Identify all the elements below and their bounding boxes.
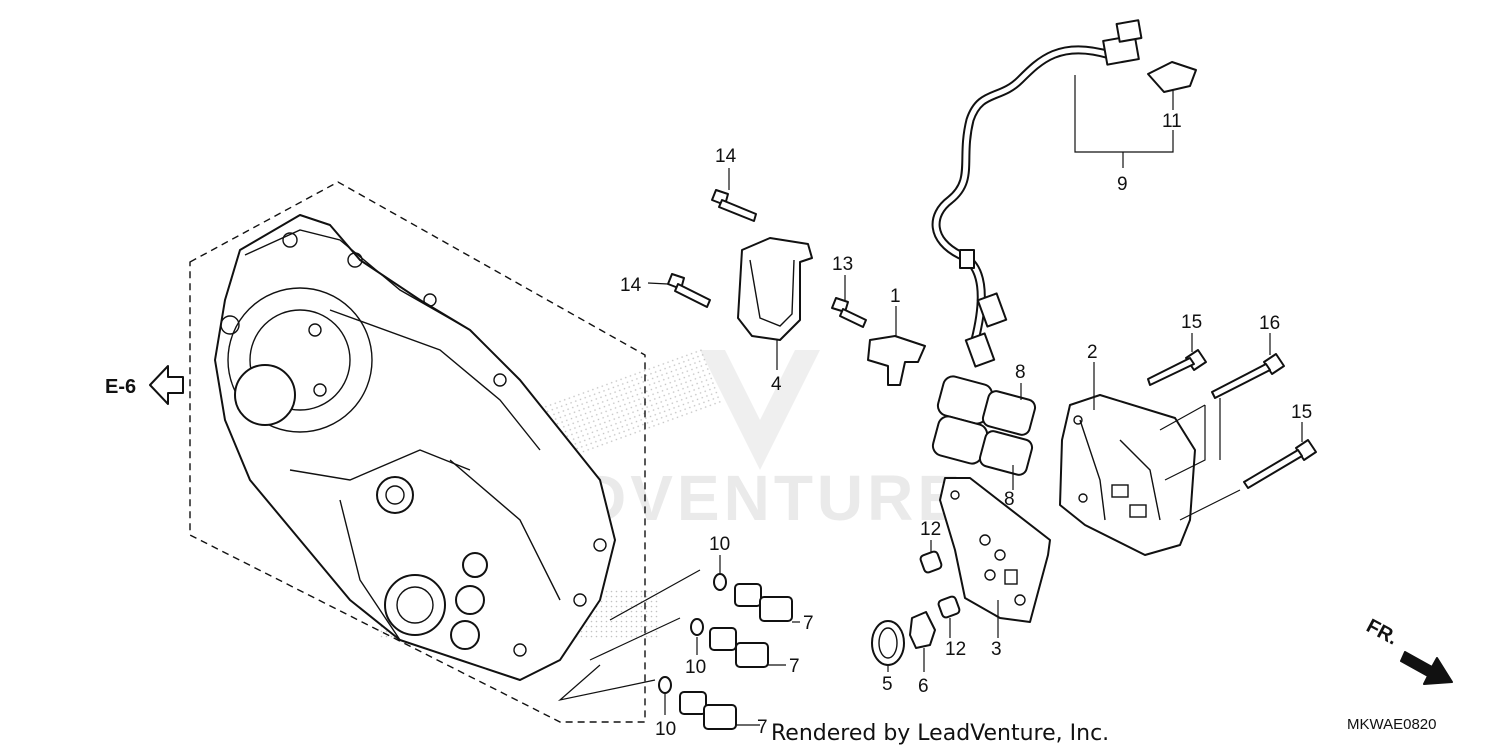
diagram-code: MKWAE0820 [1347, 716, 1436, 733]
valve-body-2 [1059, 394, 1196, 556]
callout-7-upper: 7 [803, 613, 814, 634]
plate-3 [939, 477, 1051, 623]
callout-12-lower: 12 [945, 639, 966, 660]
callout-2: 2 [1087, 342, 1098, 363]
callout-8-upper: 8 [1015, 362, 1026, 383]
callout-leaders [647, 90, 1303, 726]
callout-3: 3 [991, 639, 1002, 660]
bolt-14-lower [667, 273, 711, 308]
wire-harness-9 [931, 19, 1143, 368]
assembly-boundary [189, 181, 646, 723]
callout-16: 16 [1259, 313, 1280, 334]
callout-15-lower: 15 [1291, 402, 1312, 423]
callout-10-middle: 10 [685, 657, 706, 678]
bolt-leaders [1159, 398, 1241, 521]
arrow-right-icon [1400, 651, 1453, 685]
gasket-5 [871, 620, 905, 666]
dowel-12-upper [919, 550, 943, 574]
callout-10-upper: 10 [709, 534, 730, 555]
sensor-leaders [557, 569, 701, 702]
callout-14-lower: 14 [620, 275, 642, 296]
callout-1: 1 [890, 286, 901, 307]
callout-11: 11 [1162, 111, 1182, 132]
callout-5: 5 [882, 674, 893, 695]
direction-label: FR. [1363, 615, 1402, 650]
bolt-15-lower [1243, 439, 1317, 489]
bolt-13 [831, 297, 867, 328]
front-direction: FR. [1363, 615, 1453, 685]
callout-4: 4 [771, 374, 782, 395]
solenoid-8-upper [936, 375, 1037, 436]
render-credit: Rendered by LeadVenture, Inc. [771, 721, 1109, 746]
connector-11 [1147, 61, 1197, 93]
callout-7-middle: 7 [789, 656, 800, 677]
reference-e6[interactable]: E-6 [105, 365, 184, 405]
arrow-left-icon [149, 365, 184, 405]
callout-13: 13 [832, 254, 853, 275]
part-4-cover [737, 237, 813, 341]
callout-10-lower: 10 [655, 719, 676, 740]
bolt-15-upper [1147, 349, 1207, 386]
callout-9: 9 [1117, 174, 1128, 195]
sensor-7-middle [690, 618, 769, 668]
callout-12-upper: 12 [920, 519, 941, 540]
sensor-7-lower [658, 676, 737, 730]
crankcase-cover [214, 214, 616, 681]
callout-14-upper: 14 [715, 146, 737, 167]
callout-7-lower: 7 [757, 717, 768, 738]
leader-9-11 [1074, 75, 1174, 168]
sensor-7-upper [713, 573, 793, 622]
callout-15-upper: 15 [1181, 312, 1202, 333]
part-1-bracket [867, 335, 926, 386]
part-6 [909, 611, 936, 649]
callout-8-lower: 8 [1004, 489, 1015, 510]
bolt-14-upper [711, 189, 757, 222]
dowel-12-lower [937, 595, 961, 619]
reference-label: E-6 [105, 376, 136, 398]
bolt-16 [1211, 353, 1285, 399]
solenoid-8-lower [931, 415, 1034, 476]
callout-6: 6 [918, 676, 929, 697]
